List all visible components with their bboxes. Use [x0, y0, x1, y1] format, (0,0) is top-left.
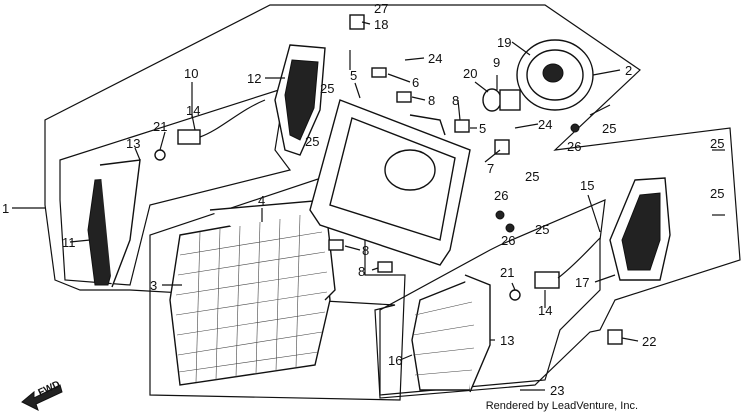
callout-17: 17 — [575, 275, 589, 290]
callout-26c: 26 — [501, 233, 515, 248]
callout-24b: 24 — [538, 117, 552, 132]
callout-1: 1 — [2, 201, 9, 216]
callout-10: 10 — [184, 66, 198, 81]
callout-4: 4 — [258, 193, 265, 208]
callout-7: 7 — [487, 161, 494, 176]
callout-11: 11 — [62, 235, 76, 250]
callout-25a: 25 — [320, 81, 334, 96]
callout-8c: 8 — [362, 243, 369, 258]
callout-24a: 24 — [428, 51, 442, 66]
bulb-socket-cover — [516, 39, 594, 111]
callout-5b: 5 — [479, 121, 486, 136]
headlight-lens — [169, 199, 336, 386]
callout-25f: 25 — [525, 169, 539, 184]
callout-13a: 13 — [126, 136, 140, 151]
headlight-bulb — [482, 88, 521, 112]
callout-21b: 21 — [500, 265, 514, 280]
left-socket — [154, 99, 266, 161]
callout-8b: 8 — [452, 93, 459, 108]
callout-26a: 26 — [567, 139, 581, 154]
callout-14a: 14 — [186, 103, 200, 118]
callout-25b: 25 — [305, 134, 319, 149]
screws — [349, 50, 725, 391]
callout-22: 22 — [642, 334, 656, 349]
left-turn-lens — [87, 159, 141, 288]
callout-8a: 8 — [428, 93, 435, 108]
callout-23: 23 — [550, 383, 564, 398]
callout-18: 18 — [374, 17, 388, 32]
callout-26b: 26 — [494, 188, 508, 203]
callout-3: 3 — [150, 278, 157, 293]
right-turn-lens — [411, 274, 491, 393]
callout-16: 16 — [388, 353, 402, 368]
headlight-case — [309, 99, 471, 266]
callout-15: 15 — [580, 178, 594, 193]
left-turn-housing — [274, 44, 326, 156]
callout-25d: 25 — [710, 136, 724, 151]
callout-12: 12 — [247, 71, 261, 86]
callout-21a: 21 — [153, 119, 167, 134]
callout-25g: 25 — [535, 222, 549, 237]
leader-lines — [12, 21, 639, 391]
credit-text: Rendered by LeadVenture, Inc. — [485, 400, 638, 412]
callout-25e: 25 — [710, 186, 724, 201]
callout-19: 19 — [497, 35, 511, 50]
callout-8d: 8 — [358, 264, 365, 279]
right-lamp-outline — [379, 199, 606, 396]
callout-13b: 13 — [500, 333, 514, 348]
callout-9: 9 — [493, 55, 500, 70]
callout-20: 20 — [463, 66, 477, 81]
callout-14b: 14 — [538, 303, 552, 318]
fwd-arrow: FWD — [21, 379, 63, 411]
left-lamp-outline — [59, 87, 292, 286]
callout-6: 6 — [412, 75, 419, 90]
callout-2: 2 — [625, 63, 632, 78]
callout-25c: 25 — [602, 121, 616, 136]
callouts: 1 2 3 4 5 5 6 7 8 8 8 8 9 10 11 12 13 13… — [2, 1, 724, 398]
right-socket — [509, 237, 601, 301]
right-turn-housing — [609, 177, 671, 281]
callout-5a: 5 — [350, 68, 357, 83]
callout-27: 27 — [374, 1, 388, 16]
headlight-group-outline — [149, 174, 406, 401]
assembly-outline — [44, 4, 741, 399]
